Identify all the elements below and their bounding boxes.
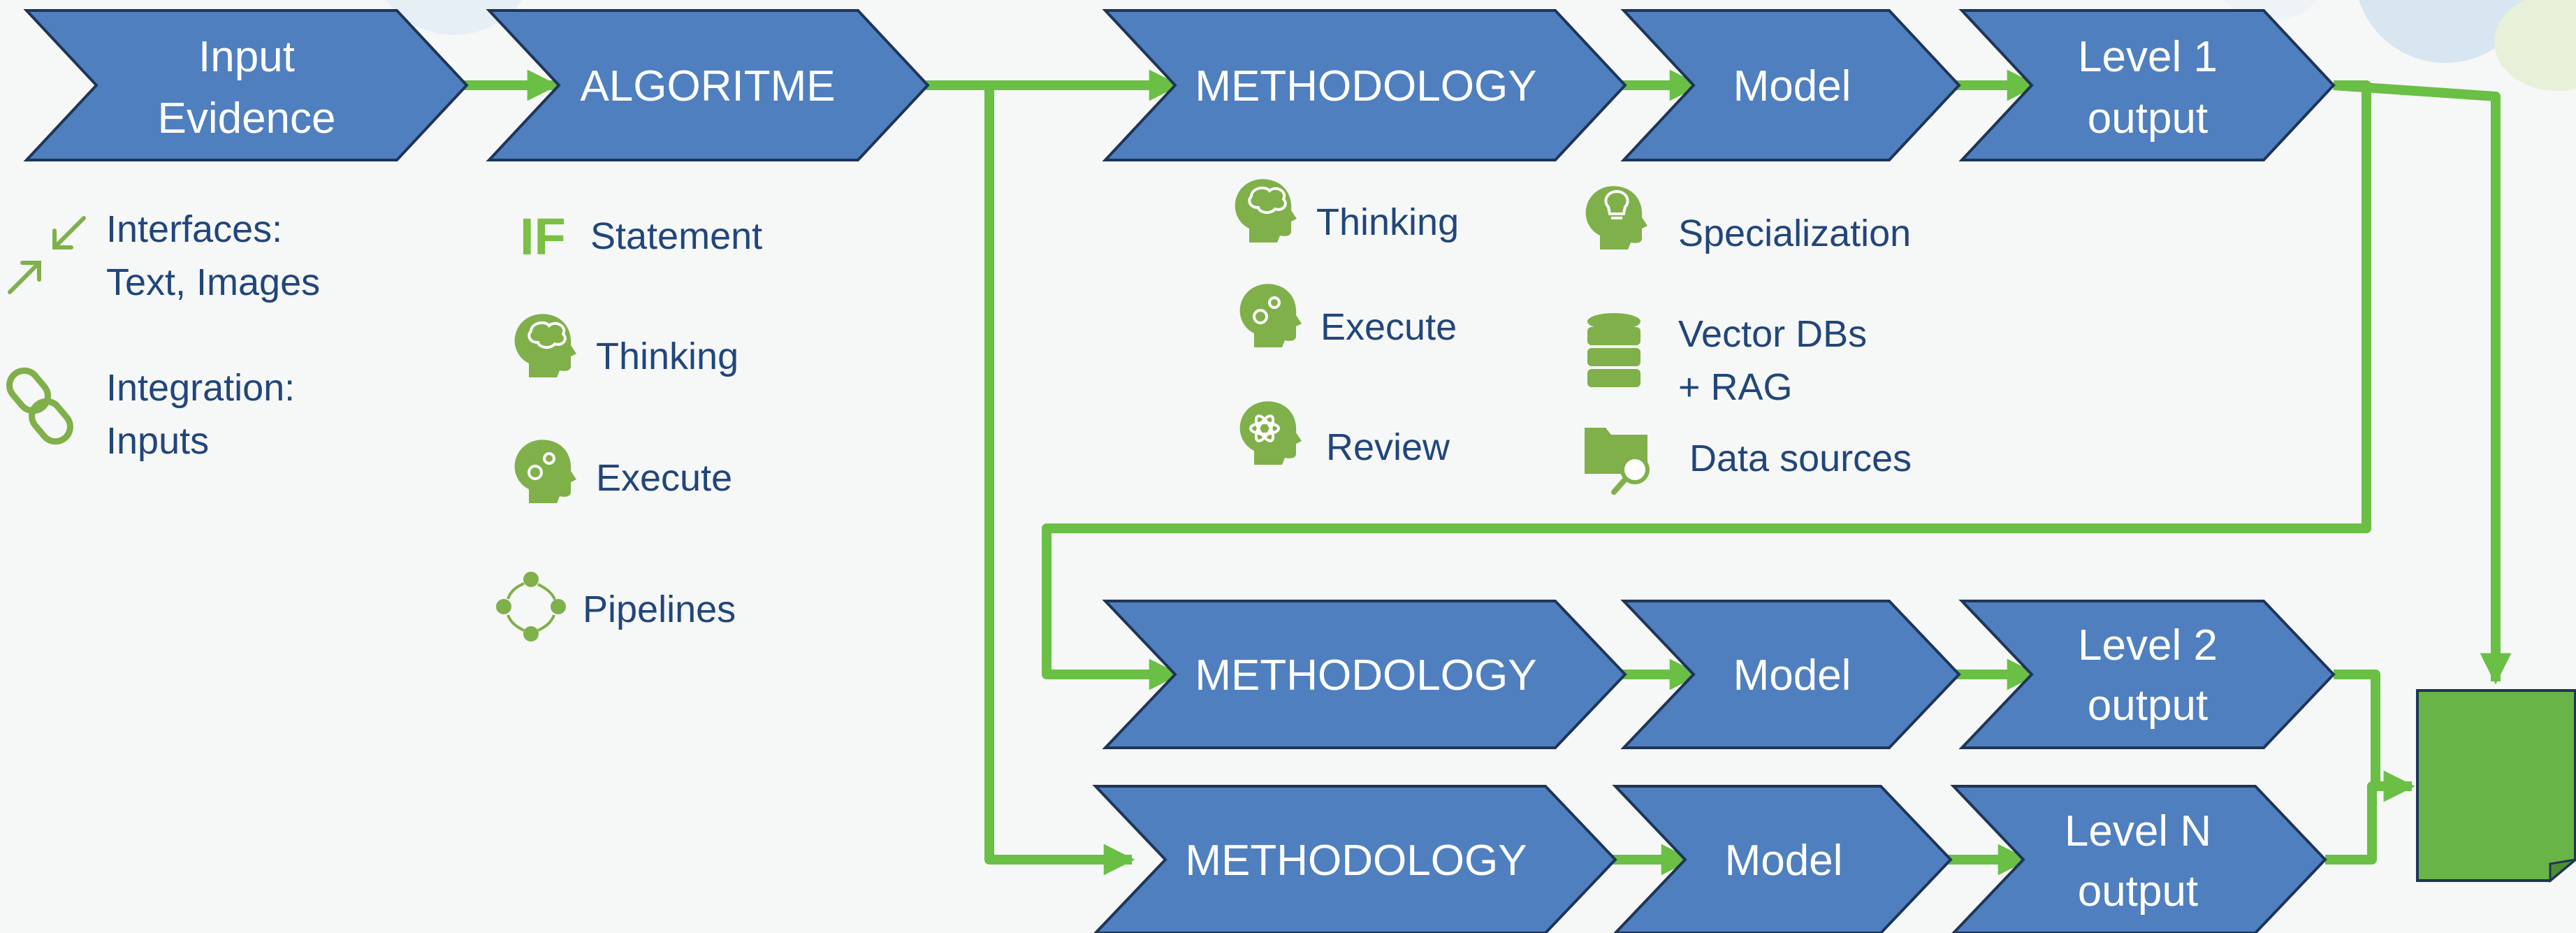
execute-label: Execute xyxy=(596,457,733,499)
execute-head-icon-methodology xyxy=(1239,284,1302,347)
background-decorations xyxy=(386,0,2576,91)
input-evidence-label-line2: Evidence xyxy=(157,94,335,143)
output-document-icon xyxy=(2416,689,2576,883)
input-evidence-box xyxy=(23,9,469,161)
connectors xyxy=(463,69,2512,876)
pipelines-label: Pipelines xyxy=(583,588,736,630)
thinking-label: Thinking xyxy=(596,335,739,377)
inward-arrows-icon xyxy=(8,216,86,294)
methodology-label-1: METHODOLOGY xyxy=(1195,62,1536,110)
if-icon: IF xyxy=(520,208,566,266)
methodology-label-2: METHODOLOGY xyxy=(1195,651,1536,700)
model-box-2 xyxy=(1620,600,1961,749)
execute-head-icon xyxy=(514,440,576,503)
methodology-box-n xyxy=(1092,785,1617,933)
methodology-thinking-label: Thinking xyxy=(1316,201,1460,243)
input-evidence-label: Input xyxy=(198,33,295,81)
level2-label-line2: output xyxy=(2088,681,2208,730)
level1-label: Level 1 xyxy=(2078,33,2218,81)
leveln-output-box xyxy=(1950,785,2327,933)
statement-label: Statement xyxy=(590,215,763,257)
connector-branch-to-methodologyN xyxy=(984,85,1135,876)
interfaces-label: Interfaces: Text, Images xyxy=(106,208,321,303)
level2-label: Level 2 xyxy=(2078,621,2218,670)
database-icon xyxy=(1587,313,1640,387)
folder-search-icon xyxy=(1585,428,1650,495)
specialization-label: Specialization xyxy=(1678,212,1912,254)
leveln-label-line2: output xyxy=(2078,867,2198,916)
model-box-n xyxy=(1612,785,1953,933)
methodology-box-2 xyxy=(1102,600,1627,749)
model-box-1 xyxy=(1620,9,1961,161)
algoritme-box xyxy=(486,9,930,161)
methodology-execute-label: Execute xyxy=(1320,306,1457,348)
methodology-box-1 xyxy=(1102,9,1627,161)
model-label-n: Model xyxy=(1725,837,1843,885)
pipelines-cycle-icon xyxy=(496,572,566,642)
connector-level1-to-doc xyxy=(2333,80,2512,685)
review-label: Review xyxy=(1326,426,1450,468)
algoritme-label: ALGORITME xyxy=(580,62,835,110)
level1-output-box xyxy=(1958,9,2336,161)
leveln-label: Level N xyxy=(2065,807,2211,855)
model-label-2: Model xyxy=(1733,651,1851,700)
model-label-1: Model xyxy=(1733,62,1851,110)
connector-level1-to-methodology2 xyxy=(1042,80,2371,690)
connector-level2-to-doc xyxy=(2334,670,2415,802)
methodology-label-n: METHODOLOGY xyxy=(1185,837,1527,885)
level1-label-line2: output xyxy=(2088,94,2208,143)
chain-link-icon xyxy=(6,367,73,445)
integration-label: Integration: Inputs xyxy=(106,367,296,462)
vector-dbs-label: Vector DBs + RAG xyxy=(1678,313,1868,408)
data-sources-label: Data sources xyxy=(1689,437,1912,479)
connector-levelN-to-doc xyxy=(2325,770,2415,865)
level2-output-box xyxy=(1958,600,2336,749)
